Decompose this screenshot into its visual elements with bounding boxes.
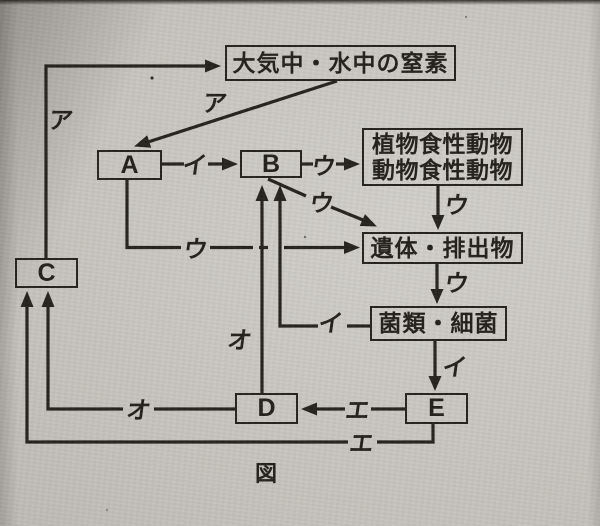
box-remains-label: 遺体・排出物: [370, 234, 515, 261]
box-nitrogen: 大気中・水中の窒素: [225, 45, 456, 81]
box-d-label: D: [257, 394, 276, 423]
arrow-label-i-a-to-b: イ: [180, 152, 209, 180]
box-animals: 植物食性動物 動物食性動物: [362, 128, 523, 186]
arrow-label-u-a-to-remains: ウ: [181, 236, 210, 264]
arrow-label-i-fungi-to-e: イ: [440, 354, 469, 382]
box-e-label: E: [428, 394, 445, 423]
box-animals-line2: 動物食性動物: [372, 157, 513, 183]
box-b-label: B: [261, 149, 281, 178]
box-e: E: [405, 393, 468, 424]
figure-caption: 図: [254, 461, 278, 486]
box-a: A: [97, 150, 162, 180]
arrow-label-u-b-to-remains: ウ: [307, 190, 336, 218]
box-b: B: [240, 150, 302, 178]
box-c: C: [15, 258, 78, 288]
box-d: D: [235, 393, 298, 424]
arrow-label-i-fungi-to-b: イ: [316, 310, 345, 338]
box-animals-line1: 植物食性動物: [372, 130, 513, 157]
box-nitrogen-label: 大気中・水中の窒素: [232, 49, 449, 76]
box-c-label: C: [37, 258, 56, 287]
arrow-label-o-d-to-b: オ: [225, 327, 254, 355]
box-remains: 遺体・排出物: [362, 232, 523, 264]
arrow-label-a-nitrogen-to-a: ア: [200, 90, 229, 118]
box-fungi: 菌類・細菌: [370, 306, 507, 341]
box-a-label: A: [120, 150, 139, 179]
arrow-label-o-d-to-c: オ: [124, 397, 153, 425]
arrow-label-e-e-to-c: エ: [347, 430, 376, 458]
arrow-label-u-animals-to-remains: ウ: [442, 192, 471, 220]
box-fungi-label: 菌類・細菌: [378, 310, 499, 337]
arrow-label-a-c-to-nitrogen: ア: [46, 107, 75, 135]
arrow-label-u-remains-to-fungi: ウ: [442, 270, 471, 298]
arrow-label-e-e-to-d: エ: [343, 397, 372, 425]
arrow-label-u-b-to-animals: ウ: [309, 153, 338, 181]
